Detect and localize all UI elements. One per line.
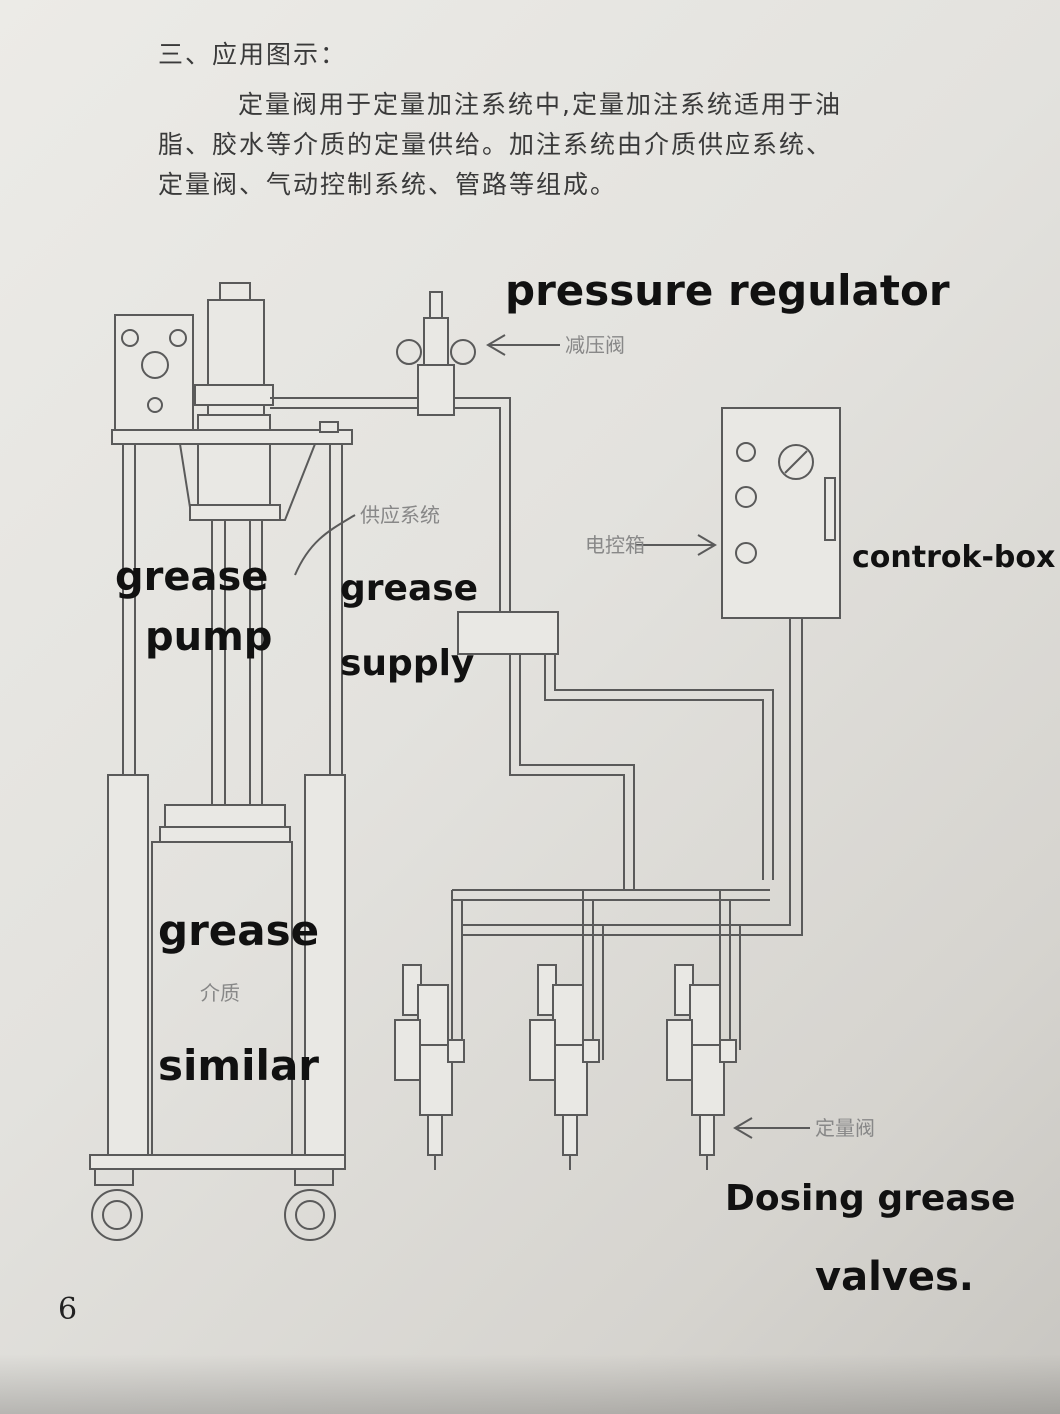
- pressure-gauge: [141, 351, 169, 379]
- body-line-1: 定量阀用于定量加注系统中,定量加注系统适用于油: [238, 90, 842, 119]
- regulator-gauge-right: [450, 339, 476, 365]
- control-indicator-1: [736, 442, 756, 462]
- gauge-panel: [114, 314, 194, 436]
- dosing-valve-label: 定量阀: [815, 1116, 875, 1140]
- section-heading: 三、应用图示：: [158, 40, 348, 69]
- page-number: 6: [58, 1292, 78, 1327]
- header-text: 三、应用图示： 定量阀用于定量加注系统中,定量加注系统适用于油 脂、胶水等介质的…: [158, 35, 958, 205]
- supply-system-label: 供应系统: [360, 503, 440, 527]
- body-line-3: 定量阀、气动控制系统、管路等组成。: [158, 170, 618, 199]
- dosing-valve-1: [394, 964, 465, 1170]
- handwritten-grease-medium: grease: [158, 906, 319, 955]
- base-plate: [89, 1154, 346, 1170]
- follower-plate: [164, 804, 286, 828]
- control-box-body: [721, 407, 841, 619]
- regulator-gauge-left: [396, 339, 422, 365]
- gauge-hole-left: [121, 329, 139, 347]
- body-line-2: 脂、胶水等介质的定量供给。加注系统由介质供应系统、: [158, 130, 834, 159]
- medium-label: 介质: [200, 981, 240, 1005]
- dosing-valve-arrow: [733, 1117, 753, 1139]
- handwritten-similar: similar: [158, 1041, 319, 1090]
- control-switch: [824, 477, 836, 541]
- dosing-valve-2: [529, 964, 600, 1170]
- regulator-arrow: [486, 334, 506, 356]
- handwritten-grease-supply-1: grease: [340, 568, 478, 609]
- pump-body: [197, 414, 271, 506]
- gauge-hole-right: [169, 329, 187, 347]
- pump-collar: [194, 384, 274, 406]
- lift-cylinder-left: [107, 774, 149, 1156]
- follower-plate-lower: [159, 826, 291, 843]
- handwritten-control-box: controk-box: [852, 540, 1055, 575]
- distribution-manifold: [457, 611, 559, 655]
- wheel-left: [91, 1189, 143, 1241]
- handwritten-grease-pump-1: grease: [115, 554, 268, 600]
- hopper-plate: [189, 504, 281, 521]
- control-box: 电控箱: [585, 407, 841, 619]
- control-box-arrow: [697, 534, 717, 556]
- wheel-right: [284, 1189, 336, 1241]
- gauge-valve: [147, 397, 163, 413]
- handwritten-dosing-grease: Dosing grease: [725, 1178, 1015, 1219]
- handwritten-grease-supply-2: supply: [340, 643, 474, 684]
- handwritten-valves: valves.: [815, 1254, 974, 1300]
- supply-system-stand: 供应系统 介质: [89, 282, 440, 1241]
- pressure-reducing-valve-label: 减压阀: [565, 333, 625, 357]
- top-plate: [111, 429, 353, 445]
- dosing-valve-3: [666, 964, 737, 1170]
- pressure-regulator: 减压阀: [396, 291, 625, 416]
- control-indicator-3: [735, 542, 757, 564]
- supply-system-leader: [294, 514, 356, 576]
- lift-cylinder-right: [304, 774, 346, 1156]
- top-plate-bolt: [319, 421, 339, 433]
- control-indicator-2: [735, 486, 757, 508]
- electric-control-box-label: 电控箱: [585, 533, 645, 557]
- control-knob: [778, 444, 814, 480]
- handwritten-grease-pump-2: pump: [145, 614, 272, 660]
- handwritten-pressure-regulator: pressure regulator: [505, 266, 950, 315]
